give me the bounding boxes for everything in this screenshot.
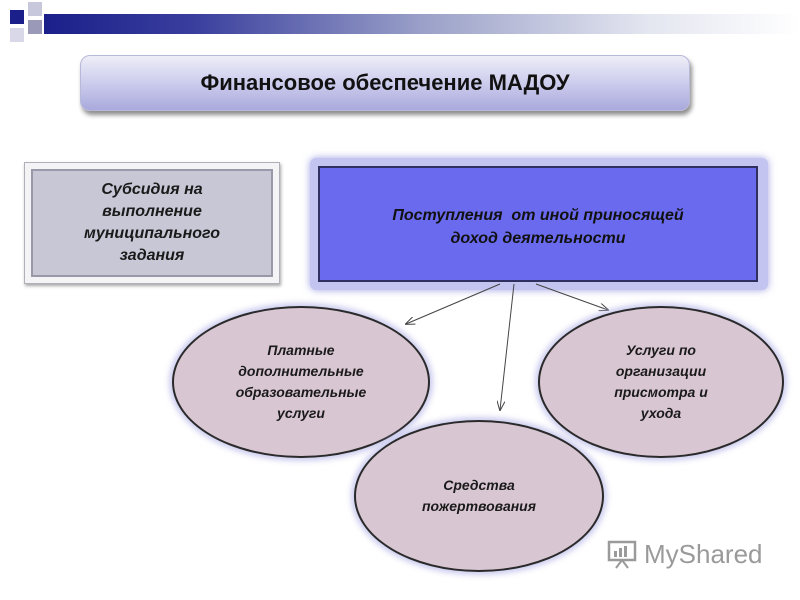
- subsidy-text: Субсидия на выполнение муниципального за…: [84, 179, 220, 267]
- income-line: Поступления от иной приносящей: [392, 207, 684, 224]
- ellipse-line: услуги: [277, 405, 325, 421]
- care-services-ellipse: Услуги по организации присмотра и ухода: [538, 306, 784, 458]
- donations-ellipse: Средства пожертвования: [354, 420, 604, 572]
- arrow-to-paid-services: [406, 283, 501, 324]
- income-box: Поступления от иной приносящей доход дея…: [318, 166, 758, 282]
- diagram-title: Финансовое обеспечение МАДОУ: [200, 70, 570, 95]
- subsidy-box-inner: Субсидия на выполнение муниципального за…: [31, 169, 273, 277]
- top-gradient-bar: [44, 14, 800, 34]
- subsidy-line: муниципального: [84, 225, 220, 242]
- subsidy-box: Субсидия на выполнение муниципального за…: [24, 162, 280, 284]
- arrow-to-donations: [500, 283, 515, 410]
- income-line: доход деятельности: [450, 230, 626, 247]
- ellipse-line: пожертвования: [422, 498, 536, 514]
- arrow-to-care-services: [535, 283, 608, 310]
- ellipse-line: организации: [615, 363, 707, 379]
- decor-square-2: [28, 2, 42, 16]
- decor-square-3: [28, 20, 42, 34]
- decor-square-1: [10, 10, 24, 24]
- decor-square-4: [10, 28, 24, 42]
- income-text: Поступления от иной приносящей доход дея…: [392, 204, 683, 250]
- paid-services-text: Платные дополнительные образовательные у…: [236, 340, 367, 424]
- ellipse-line: дополнительные: [238, 363, 364, 379]
- ellipse-line: Средства: [443, 477, 515, 493]
- ellipse-line: Услуги по: [626, 342, 696, 358]
- paid-services-ellipse: Платные дополнительные образовательные у…: [172, 306, 430, 458]
- ellipse-line: Платные: [267, 342, 335, 358]
- donations-text: Средства пожертвования: [422, 475, 536, 517]
- ellipse-line: ухода: [640, 405, 682, 421]
- subsidy-line: Субсидия на: [101, 181, 203, 198]
- ellipse-line: присмотра и: [614, 384, 708, 400]
- ellipse-line: образовательные: [235, 384, 367, 400]
- myshared-watermark: MyShared: [606, 536, 776, 572]
- subsidy-line: выполнение: [102, 203, 202, 220]
- subsidy-line: задания: [119, 247, 185, 264]
- care-services-text: Услуги по организации присмотра и ухода: [614, 340, 708, 424]
- title-banner: Финансовое обеспечение МАДОУ: [80, 55, 690, 111]
- presentation-chart-icon: [607, 540, 637, 569]
- watermark-text: MyShared: [644, 538, 763, 569]
